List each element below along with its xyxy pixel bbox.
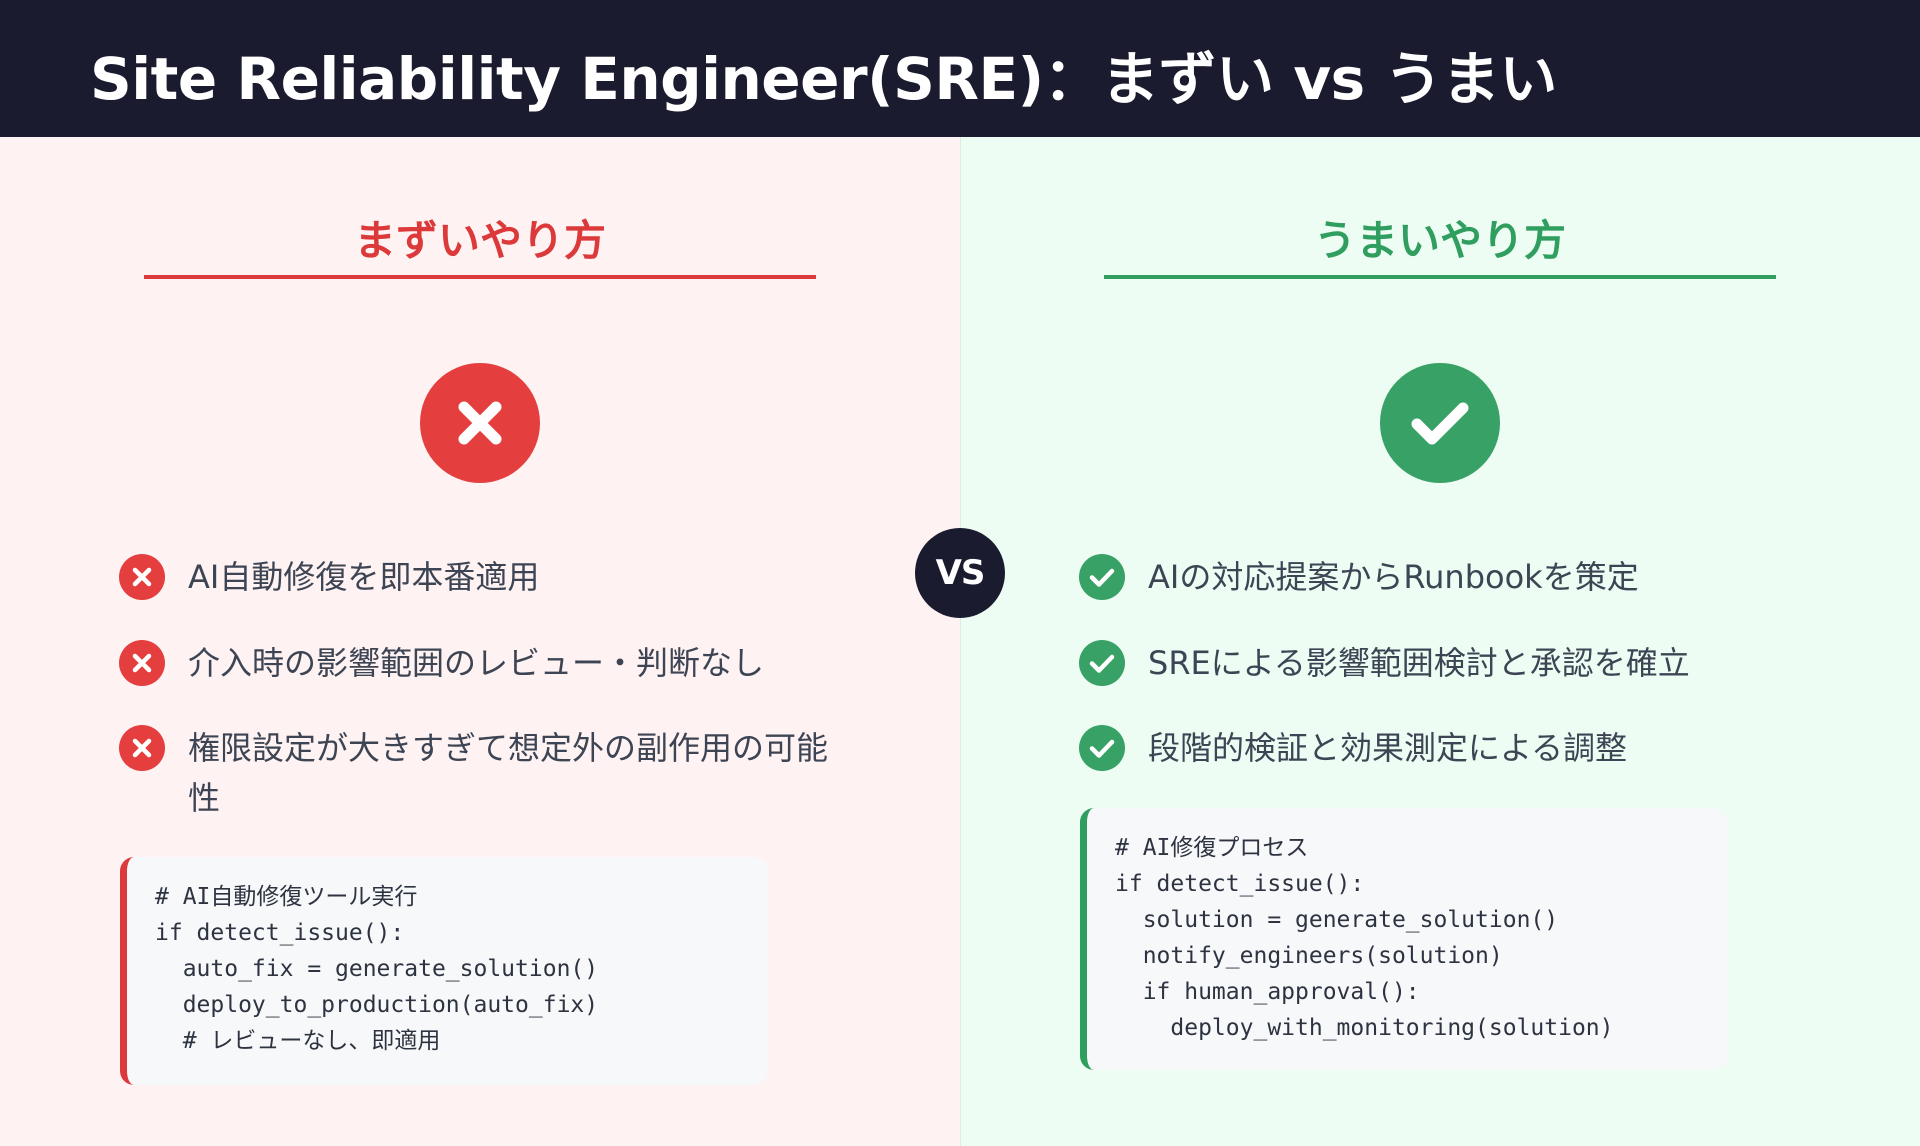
code-line: # レビューなし、即適用: [155, 1028, 441, 1054]
good-item-text: AIの対応提案からRunbookを策定: [1148, 558, 1639, 596]
code-line: deploy_to_production(auto_fix): [155, 992, 599, 1018]
page-title: Site Reliability Engineer(SRE)：まずい vs うま…: [90, 45, 1557, 113]
good-code-block: # AI修復プロセス if detect_issue(): solution =…: [1080, 808, 1728, 1070]
code-line: deploy_with_monitoring(solution): [1115, 1015, 1614, 1041]
good-heading-underline: [1104, 275, 1776, 279]
bad-item-text: 権限設定が大きすぎて想定外の副作用の可能性: [188, 729, 829, 817]
check-circle-icon: [1079, 554, 1125, 600]
code-line: auto_fix = generate_solution(): [155, 956, 599, 982]
bad-item-text: AI自動修復を即本番適用: [188, 558, 540, 596]
check-circle-icon: [1380, 363, 1500, 483]
good-item-text: 段階的検証と効果測定による調整: [1148, 729, 1628, 767]
check-circle-icon: [1079, 725, 1125, 771]
code-line: if detect_issue():: [155, 920, 405, 946]
code-line: # AI自動修復ツール実行: [155, 884, 418, 910]
code-line: notify_engineers(solution): [1115, 943, 1503, 969]
x-circle-icon: [119, 554, 165, 600]
good-heading: うまいやり方: [1313, 216, 1566, 265]
x-circle-icon: [119, 725, 165, 771]
bad-heading-underline: [144, 275, 816, 279]
code-line: solution = generate_solution(): [1115, 907, 1559, 933]
vs-badge: VS: [915, 528, 1005, 618]
check-circle-icon: [1079, 640, 1125, 686]
good-item-text: SREによる影響範囲検討と承認を確立: [1148, 644, 1690, 682]
code-line: # AI修復プロセス: [1115, 835, 1309, 861]
header-bar: Site Reliability Engineer(SRE)：まずい vs うま…: [0, 0, 1920, 137]
bad-item-text: 介入時の影響範囲のレビュー・判断なし: [188, 644, 765, 682]
bad-heading: まずいやり方: [353, 216, 606, 265]
x-circle-icon: [420, 363, 540, 483]
bad-code-block: # AI自動修復ツール実行 if detect_issue(): auto_fi…: [120, 857, 768, 1085]
code-line: if detect_issue():: [1115, 871, 1365, 897]
code-line: if human_approval():: [1115, 979, 1420, 1005]
x-circle-icon: [119, 640, 165, 686]
